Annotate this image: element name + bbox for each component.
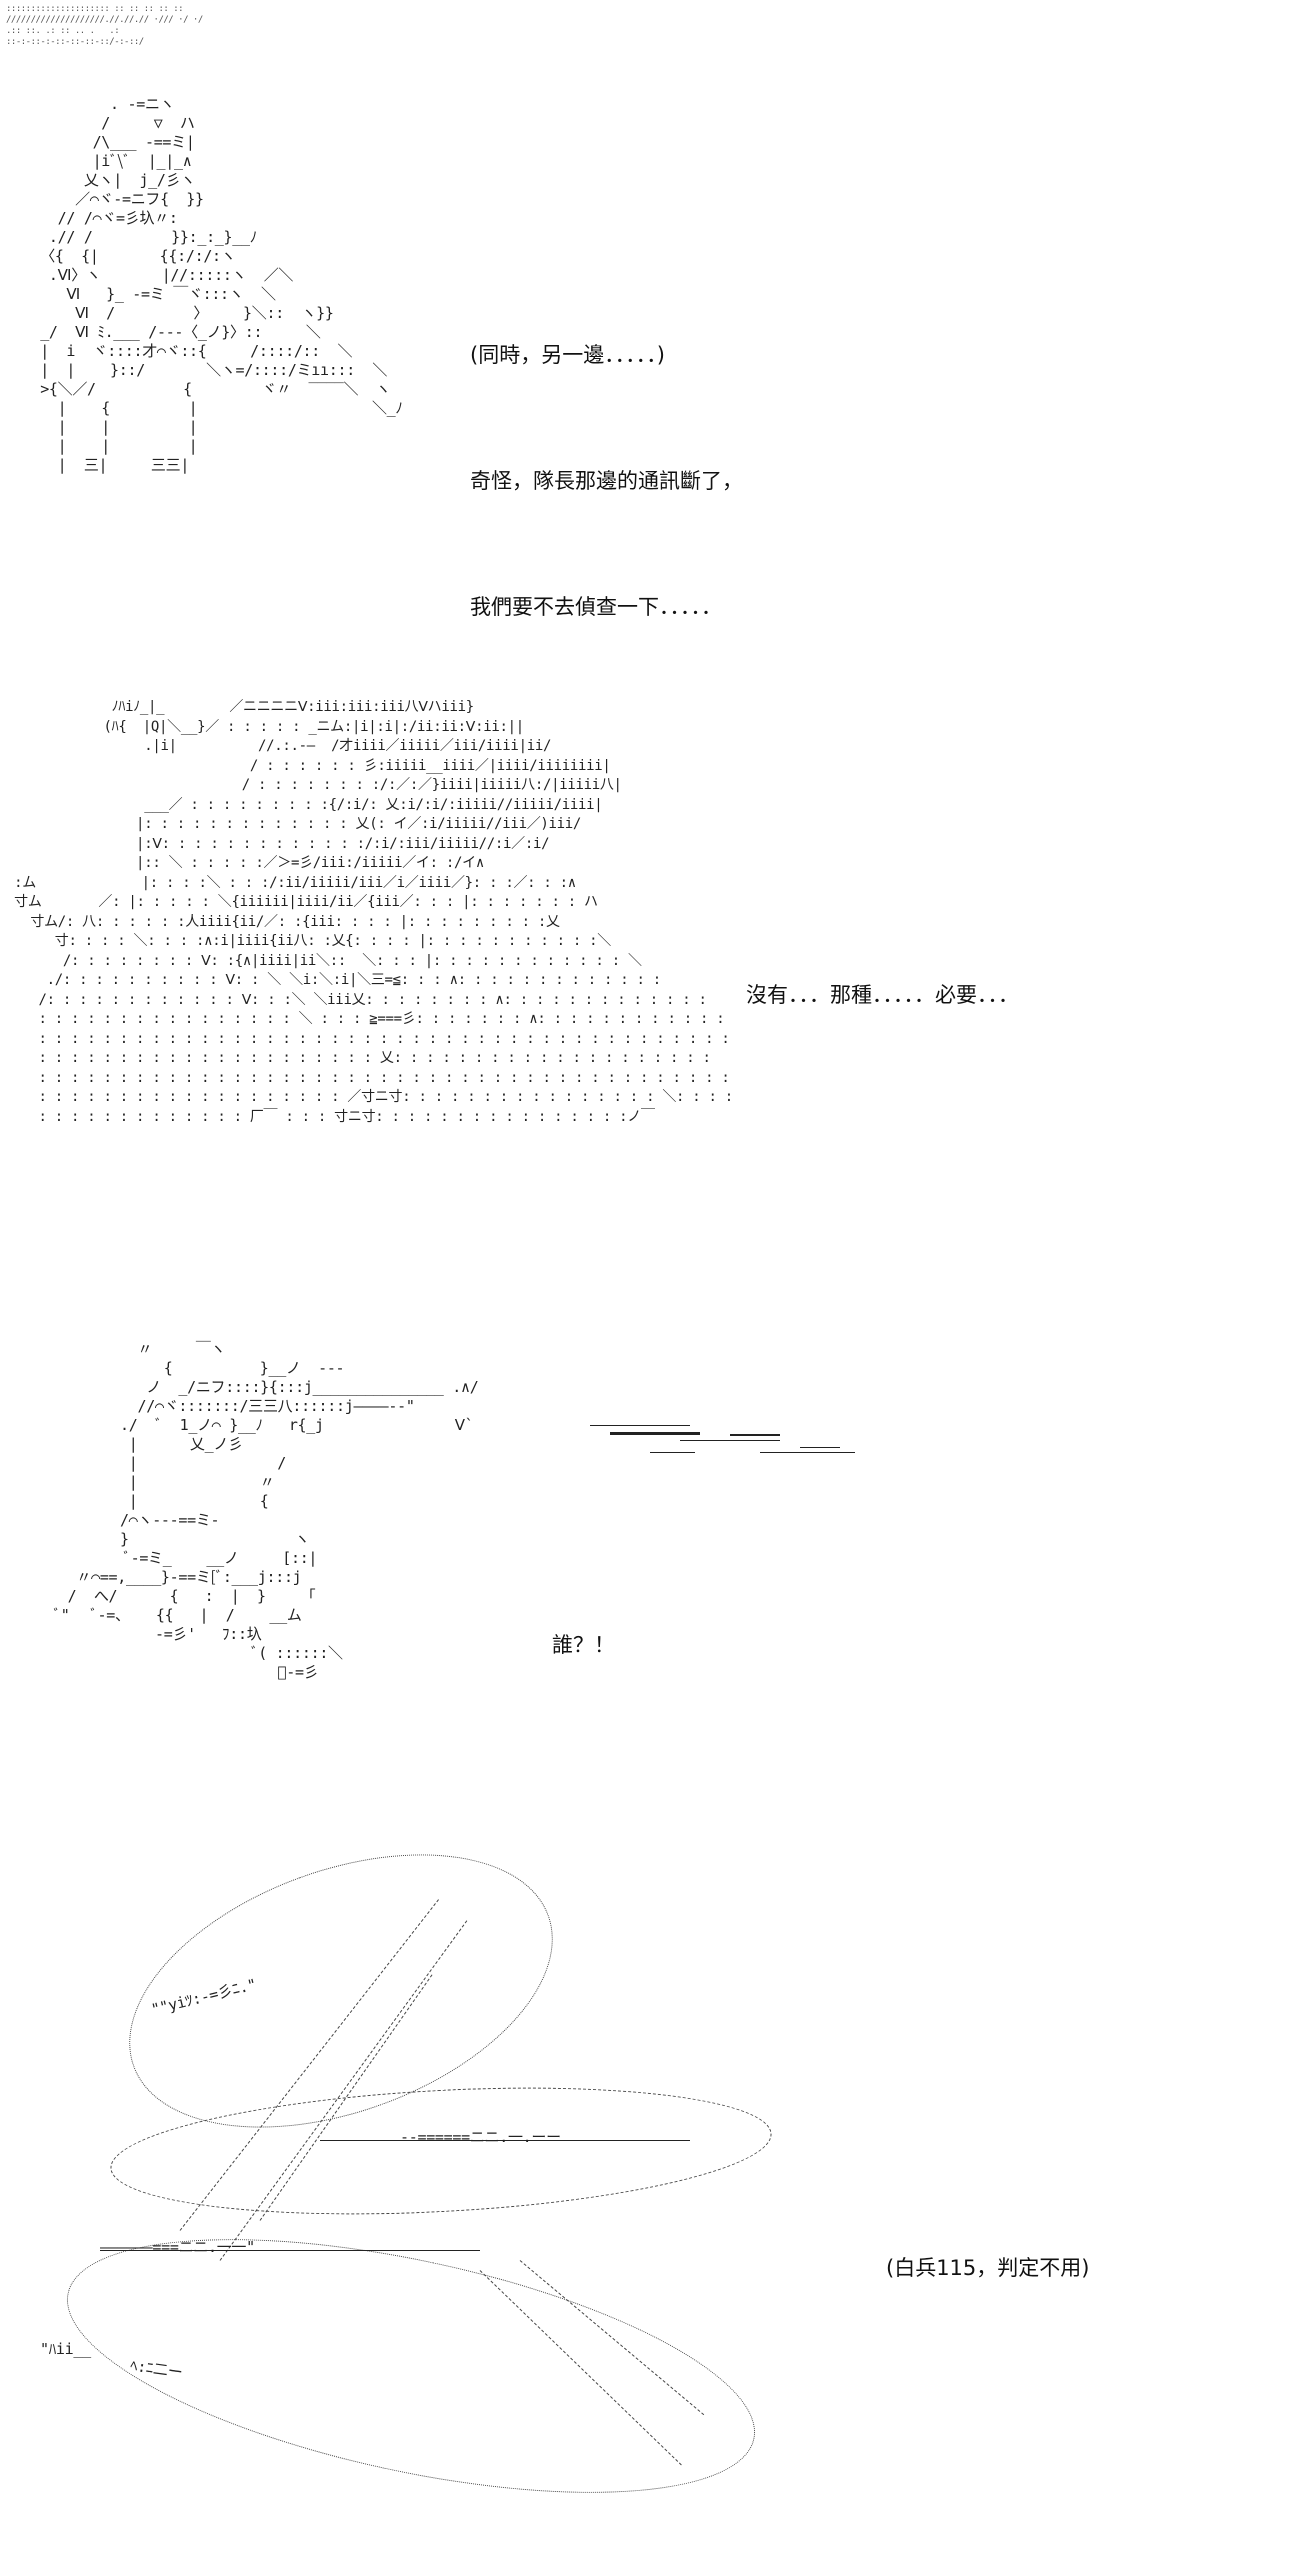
ascii-art-cloaked: ﾉﾊiﾉ_|_ ／ニニニニⅤ:iii:iii:iii八Ⅴハiii} (ﾊ{ |Q… xyxy=(14,699,733,1125)
scene-soldier-firing: 〃 ￣ヽ { }__ノ --- ノ _/ニフ::::}{:::j________… xyxy=(0,1310,1300,1840)
speed-line xyxy=(760,1452,855,1453)
caption-line: (白兵115，判定不用) xyxy=(886,2256,1090,2280)
scene-slash-effect: ""yiﾂ:-=彡ﾆ." --======ニニ.一.ーー ――――――===ニニ… xyxy=(0,1801,1300,2550)
caption-line: 沒有．．．那種．．．．．必要．．． xyxy=(746,983,1019,1007)
slash-text: "ﾊii__ xyxy=(40,2340,91,2358)
header-line: .:: ::. .: :: .. . .: xyxy=(6,26,120,36)
caption-line: (同時，另一邊．．．．．) xyxy=(470,343,665,367)
speed-line xyxy=(730,1434,780,1436)
speed-line xyxy=(590,1425,690,1426)
speed-line xyxy=(320,2140,690,2141)
ascii-art-firing: 〃 ￣ヽ { }__ノ --- ノ _/ニフ::::}{:::j________… xyxy=(50,1340,479,1681)
caption-line: 誰？！ xyxy=(552,1633,615,1657)
scene-soldier-standing: . -=ニヽ / ▽ ハ /\___ -==ミ| |iﾞ\ﾞ |_|_∧ 乂ヽ|… xyxy=(0,0,1300,660)
header-line: ////////////////////.//.//.// ·/// ·/ ·/ xyxy=(6,15,203,25)
speed-line xyxy=(100,2250,480,2251)
caption-block: (同時，另一邊．．．．．) 奇怪，隊長那邊的通訊斷了， 我們要不去偵查一下．．．… xyxy=(470,250,743,712)
scene-cloaked-figure: ﾉﾊiﾉ_|_ ／ニニニニⅤ:iii:iii:iii八Ⅴハiii} (ﾊ{ |Q… xyxy=(0,660,1300,1310)
speed-line xyxy=(680,1440,780,1441)
ascii-art-soldier: . -=ニヽ / ▽ ハ /\___ -==ミ| |iﾞ\ﾞ |_|_∧ 乂ヽ|… xyxy=(40,95,403,474)
caption-block: (白兵115，判定不用) xyxy=(886,2163,1089,2373)
slash-text: ――――――===ニニ.一一" xyxy=(100,2238,255,2256)
caption-line: 我們要不去偵查一下．．．．． xyxy=(470,595,722,619)
speed-line xyxy=(610,1432,700,1435)
header-text: ::::::::::::::::::::: :: :: :: :: :: ///… xyxy=(6,4,266,48)
header-line: ::-:-::-:-::-::-::-::/-:-::/ xyxy=(6,37,144,47)
slash-text: --======ニニ.一.ーー xyxy=(400,2128,561,2146)
header-line: ::::::::::::::::::::: :: :: :: :: :: xyxy=(6,4,184,14)
speed-line xyxy=(800,1447,840,1448)
caption-block: 沒有．．．那種．．．．．必要．．． xyxy=(746,890,1019,1100)
caption-block: 誰？！ xyxy=(552,1540,615,1750)
caption-line: 奇怪，隊長那邊的通訊斷了， xyxy=(470,469,743,493)
speed-line xyxy=(650,1452,695,1453)
